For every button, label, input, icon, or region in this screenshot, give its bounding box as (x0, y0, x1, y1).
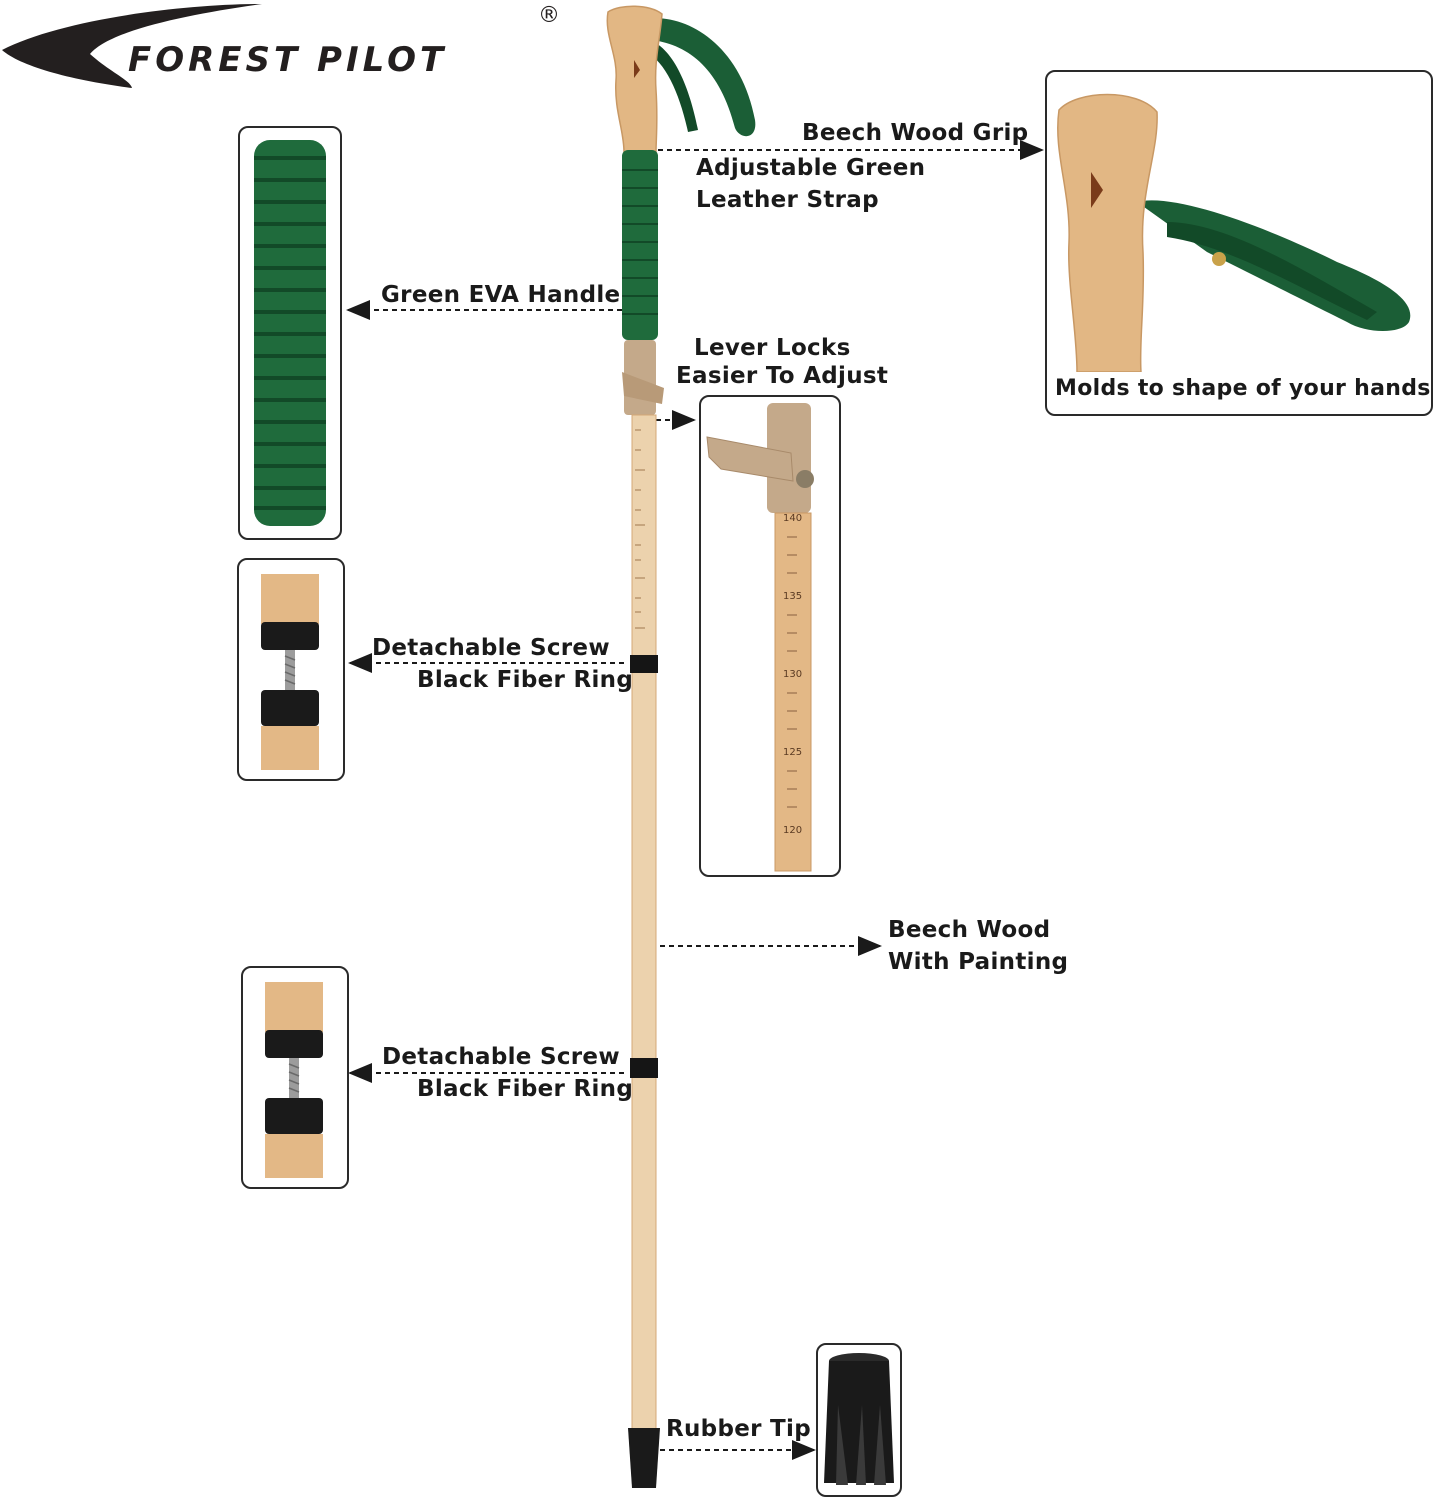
screw1-label-line2: Black Fiber Ring (417, 667, 634, 693)
scale-mark-140: 140 (783, 513, 803, 524)
eva-detail-box (238, 126, 342, 540)
fiber-ring-1 (630, 655, 658, 673)
lever-label-line1: Lever Locks (694, 335, 851, 361)
registered-mark: ® (538, 3, 560, 28)
beech-label-line1: Beech Wood (888, 917, 1051, 943)
lever-closeup-icon (706, 403, 814, 872)
beech-label-line2: With Painting (888, 949, 1069, 975)
strap-label-line2: Leather Strap (696, 187, 879, 213)
scale-mark-130: 130 (783, 669, 803, 680)
brand-logo (0, 0, 580, 100)
scale-mark-125: 125 (783, 747, 803, 758)
screw-detail-box-1 (237, 558, 345, 781)
screw2-label-line1: Detachable Screw (382, 1044, 620, 1070)
trekking-pole (606, 5, 756, 1488)
grip-closeup-icon (1057, 93, 1411, 372)
eva-handle-icon (622, 150, 658, 340)
screw-detail-box-2 (241, 966, 349, 1189)
rubber-tip-label: Rubber Tip (666, 1416, 811, 1442)
beech-wood-grip-icon (606, 5, 663, 153)
scale-mark-120: 120 (783, 825, 803, 836)
grip-label: Beech Wood Grip (802, 120, 1029, 146)
swoosh-logo-icon (2, 4, 262, 88)
screw2-label-line2: Black Fiber Ring (417, 1076, 634, 1102)
grip-detail-box: Molds to shape of your hands (1045, 70, 1433, 416)
strap-label-line1: Adjustable Green (696, 155, 926, 181)
lever-detail-box: 140 135 130 125 120 (699, 395, 841, 877)
screw1-label-line1: Detachable Screw (372, 635, 610, 661)
molds-label: Molds to shape of your hands (1055, 376, 1431, 401)
brand-name: FOREST PILOT (128, 40, 448, 80)
tip-detail-box (816, 1343, 902, 1497)
eva-closeup-icon (254, 140, 326, 526)
screw-closeup-icon-1 (261, 574, 319, 770)
fiber-ring-2 (630, 1058, 658, 1078)
rubber-tip-icon (628, 1428, 660, 1488)
rubber-tip-closeup-icon (824, 1353, 894, 1485)
wood-shaft (631, 414, 657, 1431)
scale-mark-135: 135 (783, 591, 803, 602)
screw-closeup-icon-2 (265, 982, 323, 1178)
lever-label-line2: Easier To Adjust (676, 363, 889, 389)
eva-handle-label: Green EVA Handle (381, 282, 621, 308)
